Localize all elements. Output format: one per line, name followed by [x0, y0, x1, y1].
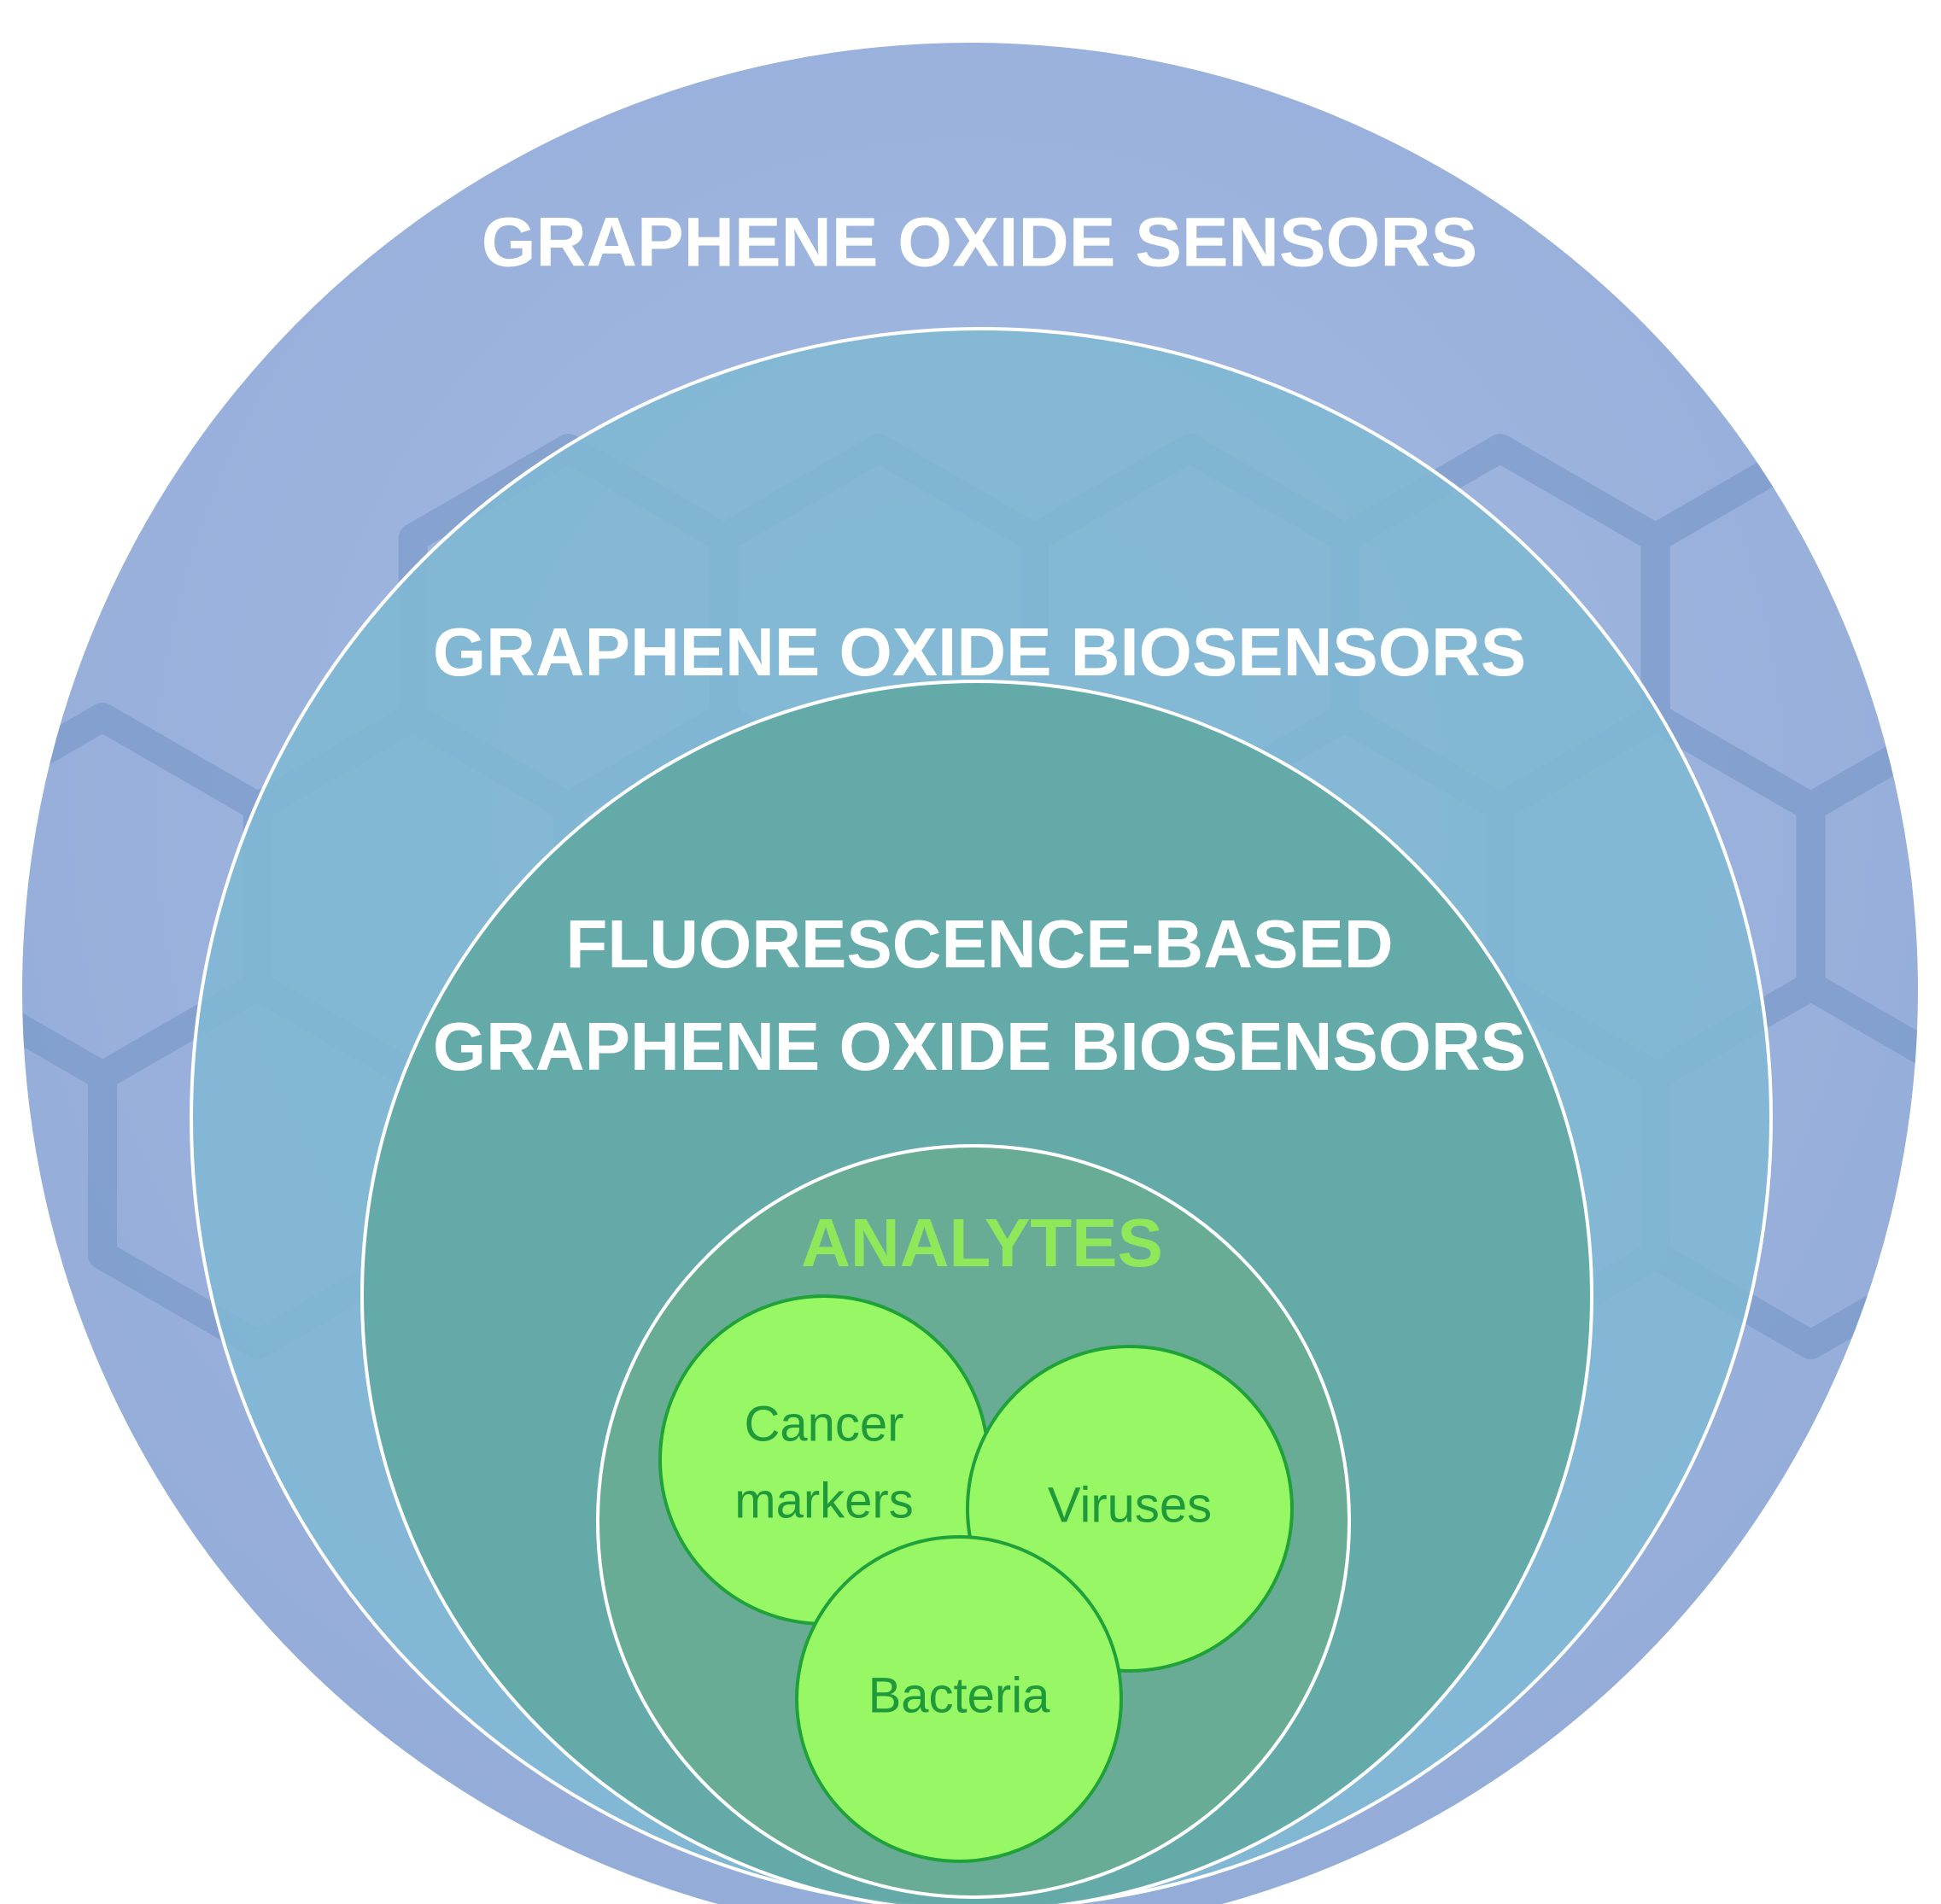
sensors-label: GRAPHENE OXIDE SENSORS	[482, 204, 1477, 282]
analytes-label: ANALYTES	[801, 1205, 1163, 1281]
fluorescence-label-line2: GRAPHENE OXIDE BIOSENSORS	[433, 1008, 1526, 1084]
hexagon-shape	[1796, 703, 1918, 1090]
biosensors-label: GRAPHENE OXIDE BIOSENSORS	[433, 614, 1526, 690]
viruses-label: Viruses	[1048, 1477, 1212, 1533]
fluorescence-label-line1: FLUORESCENCE-BASED	[566, 906, 1394, 982]
cancer-markers-label-line1: Cancer	[745, 1396, 904, 1451]
cancer-markers-label-line2: markers	[734, 1473, 913, 1528]
bacteria-label: Bacteria	[868, 1667, 1051, 1723]
bacteria-circle	[795, 1535, 1123, 1863]
analyte-items: Cancer markers Viruses Bacteria	[658, 1294, 1294, 1863]
